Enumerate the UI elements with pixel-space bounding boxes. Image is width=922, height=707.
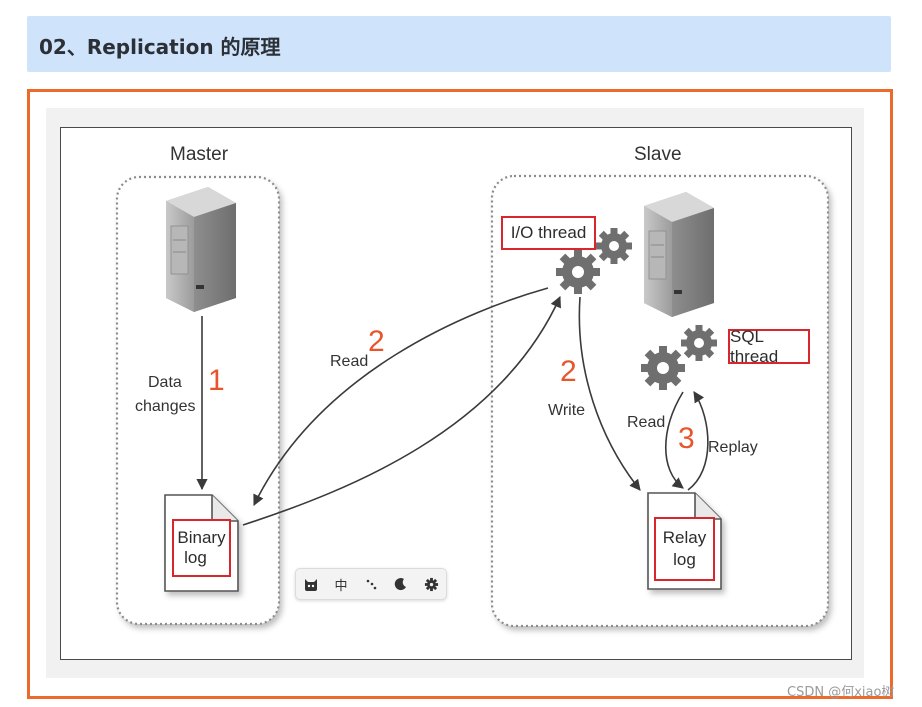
data-changes-label-line1: Data <box>148 374 182 391</box>
replay-label: Replay <box>708 439 758 456</box>
write-label: Write <box>548 402 586 419</box>
binary-log-line1: Binary <box>177 528 226 547</box>
sql-thread-gear-icon <box>641 325 717 390</box>
step-3-number: 3 <box>678 422 695 455</box>
slave-label: Slave <box>634 144 682 165</box>
read-label: Read <box>330 353 369 370</box>
floating-toolbar: 中 <box>295 568 447 600</box>
watermark: CSDN @何xiao树 <box>787 685 895 700</box>
relay-log-label: Relay log <box>654 517 715 581</box>
figure-frame <box>27 89 893 699</box>
gear-icon[interactable] <box>420 573 442 595</box>
read-response-arrow <box>242 295 561 526</box>
io-thread-gear-icon <box>556 228 632 294</box>
step-1-number: 1 <box>208 364 225 397</box>
relay-read-label: Read <box>627 414 666 431</box>
cat-icon[interactable] <box>300 573 322 595</box>
data-changes-label-line2: changes <box>135 398 196 415</box>
master-server-icon <box>166 187 236 312</box>
read-request-arrow <box>253 287 549 507</box>
step-2-write-number: 2 <box>560 355 577 388</box>
step-2-read-number: 2 <box>368 325 385 358</box>
sql-thread-label: SQL thread <box>728 327 810 366</box>
relay-read-arrow <box>665 391 684 489</box>
binary-log-label: Binary log <box>172 519 231 577</box>
write-arrow <box>578 296 641 491</box>
moon-icon[interactable] <box>390 573 412 595</box>
relay-log-line2: log <box>673 550 696 569</box>
language-toggle-button[interactable]: 中 <box>334 578 348 594</box>
slave-server-icon <box>644 192 714 317</box>
binary-log-line2: log <box>184 548 207 567</box>
page-title: 02、Replication 的原理 <box>39 35 281 59</box>
dots-icon[interactable] <box>360 573 382 595</box>
replay-arrow <box>687 391 709 491</box>
section-header: 02、Replication 的原理 <box>27 16 891 72</box>
io-thread-label: I/O thread <box>501 216 596 250</box>
master-container <box>115 175 281 626</box>
master-label: Master <box>170 144 229 165</box>
relay-log-line1: Relay <box>662 528 707 547</box>
